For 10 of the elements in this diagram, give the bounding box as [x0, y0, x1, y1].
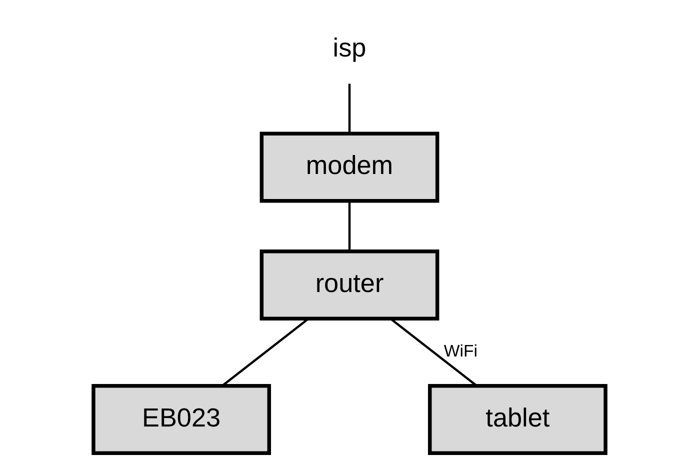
- connector: [390, 318, 477, 387]
- connector: [348, 84, 350, 134]
- node-box: modem: [259, 132, 439, 203]
- node-text: isp: [332, 32, 366, 62]
- connector: [221, 318, 308, 387]
- node-box: tablet: [428, 384, 607, 456]
- node-box: router: [259, 249, 439, 320]
- connector: [348, 201, 350, 252]
- edge-label: WiFi: [443, 341, 477, 360]
- node-box: EB023: [91, 384, 270, 456]
